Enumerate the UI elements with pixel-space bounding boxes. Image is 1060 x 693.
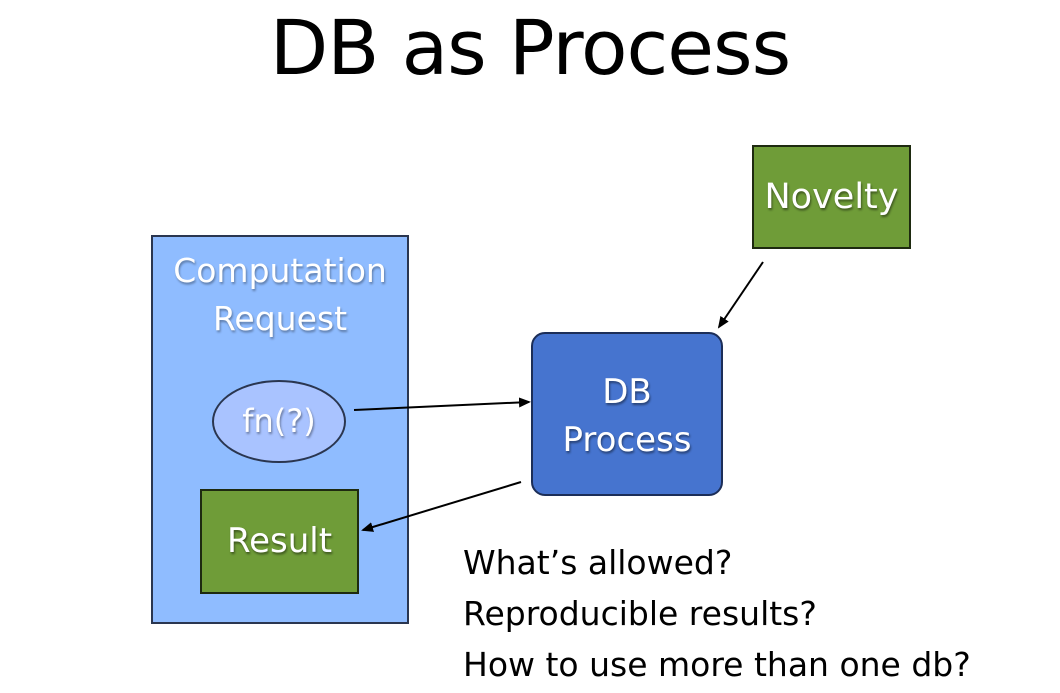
arrow-novelty-to-db bbox=[717, 261, 764, 329]
fn-ellipse: fn(?) bbox=[212, 380, 346, 463]
computation-request-title-line1: Computation bbox=[173, 251, 387, 290]
question-item-reproducible: Reproducible results? bbox=[463, 594, 817, 633]
db-process-line2: Process bbox=[562, 420, 692, 460]
question-item-multiple-db: How to use more than one db? bbox=[463, 645, 971, 684]
db-process-box: DB Process bbox=[531, 332, 723, 496]
computation-request-title-line2: Request bbox=[212, 299, 348, 338]
slide-title: DB as Process bbox=[269, 3, 791, 92]
result-box: Result bbox=[200, 489, 359, 594]
db-process-line1: DB bbox=[602, 372, 652, 412]
arrow-db-to-result bbox=[361, 481, 522, 532]
computation-request-title: Computation Request bbox=[153, 247, 407, 343]
novelty-box: Novelty bbox=[752, 145, 911, 249]
questions-list: What’s allowed? Reproducible results? Ho… bbox=[463, 537, 971, 690]
question-item-allowed: What’s allowed? bbox=[463, 543, 733, 582]
arrow-fn-to-db bbox=[353, 397, 531, 411]
